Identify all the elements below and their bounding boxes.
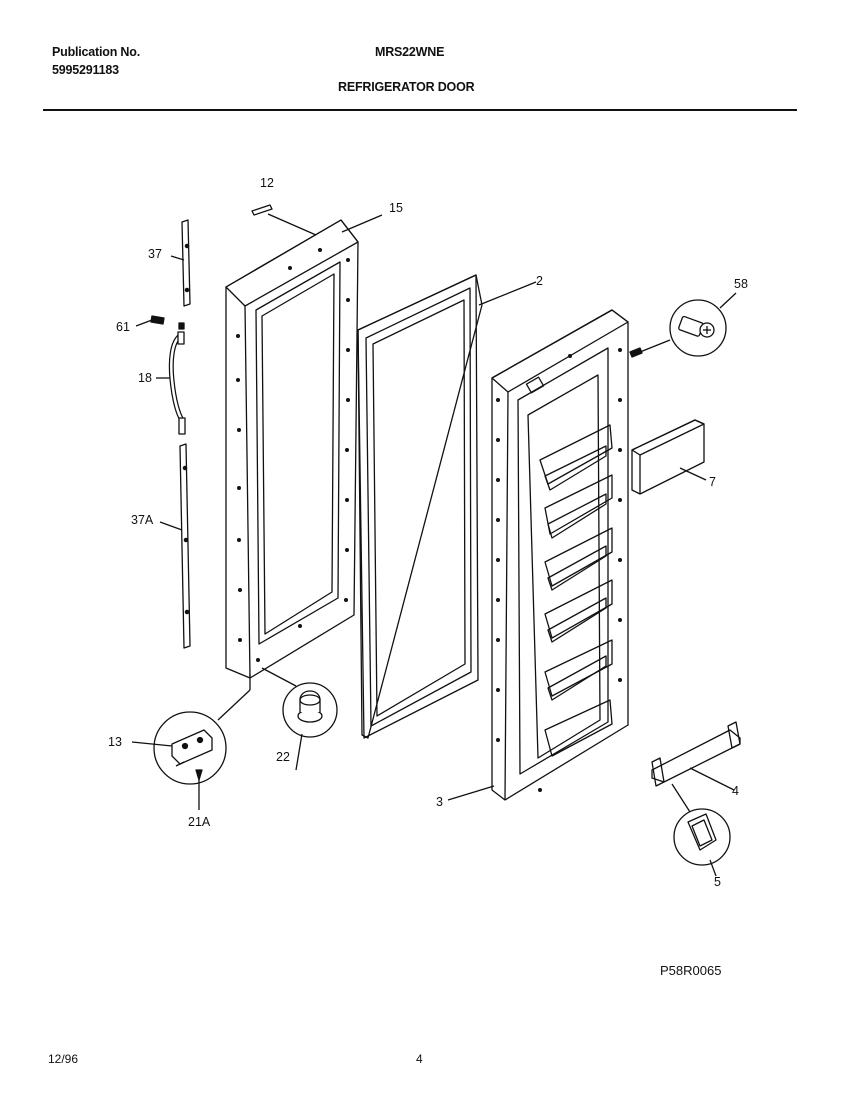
- door-shelf-bins: [539, 424, 613, 757]
- label-part-5: 5: [714, 875, 721, 889]
- label-part-18: 18: [138, 371, 152, 385]
- part-3-door-liner: [447, 309, 629, 801]
- part-22-cap-detail: [261, 667, 338, 771]
- label-part-13: 13: [108, 735, 122, 749]
- part-5-end-cap-detail: [673, 808, 731, 877]
- label-part-4: 4: [732, 784, 739, 798]
- label-part-21a: 21A: [188, 815, 211, 829]
- part-37a-trim-strip-lower: [159, 443, 191, 649]
- label-part-3: 3: [436, 795, 443, 809]
- label-part-15: 15: [389, 201, 403, 215]
- label-part-61: 61: [116, 320, 130, 334]
- part-4-retainer-bar: [651, 721, 741, 813]
- part-58-screw-detail: [629, 292, 737, 358]
- label-part-12: 12: [260, 176, 274, 190]
- publication-label: Publication No.: [52, 45, 140, 59]
- part-12-clip: [251, 204, 317, 236]
- part-15-door-frame: [225, 214, 383, 679]
- label-part-58: 58: [734, 277, 748, 291]
- label-part-22: 22: [276, 750, 290, 764]
- publication-number: 5995291183: [52, 63, 119, 77]
- label-part-2: 2: [536, 274, 543, 288]
- drawing-code: P58R0065: [660, 963, 722, 978]
- part-61-screw: [135, 315, 185, 330]
- header-rule: [43, 109, 797, 111]
- model-number: MRS22WNE: [375, 45, 445, 59]
- label-part-37: 37: [148, 247, 162, 261]
- part-37-trim-strip-upper: [170, 219, 191, 307]
- footer-page-number: 4: [416, 1052, 423, 1066]
- label-part-37a: 37A: [131, 513, 154, 527]
- part-2-door-gasket: [357, 274, 537, 739]
- part-7-dairy-door: [631, 419, 707, 495]
- label-part-7: 7: [709, 475, 716, 489]
- footer-date: 12/96: [48, 1052, 79, 1066]
- section-title: REFRIGERATOR DOOR: [338, 80, 475, 94]
- part-13-hinge-detail: [131, 674, 251, 810]
- part-18-door-handle: [156, 331, 186, 435]
